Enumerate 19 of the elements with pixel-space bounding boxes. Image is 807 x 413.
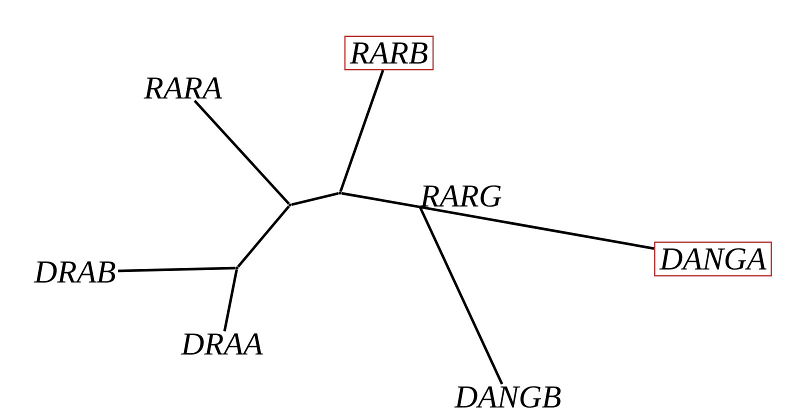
tree-branch [341, 192, 420, 208]
tree-branch [194, 100, 290, 205]
tree-branch [237, 205, 290, 268]
leaf-label: RARG [420, 185, 502, 207]
highlighted-label: RARB [344, 36, 434, 70]
tree-branch [418, 206, 504, 385]
tree-branch [420, 206, 654, 250]
branch-point [288, 204, 292, 206]
branch-point [338, 192, 342, 194]
tree-branch [291, 192, 339, 206]
leaf-label: DRAB [34, 261, 116, 283]
tree-branch [118, 266, 236, 272]
tree-branch [223, 269, 238, 332]
tree-branch [339, 70, 384, 192]
highlighted-label: DANGA [654, 242, 772, 276]
leaf-label: DANGB [454, 386, 561, 408]
leaf-label: RARA [144, 77, 222, 99]
leaf-label: DRAA [180, 333, 263, 355]
branch-point [236, 266, 238, 270]
